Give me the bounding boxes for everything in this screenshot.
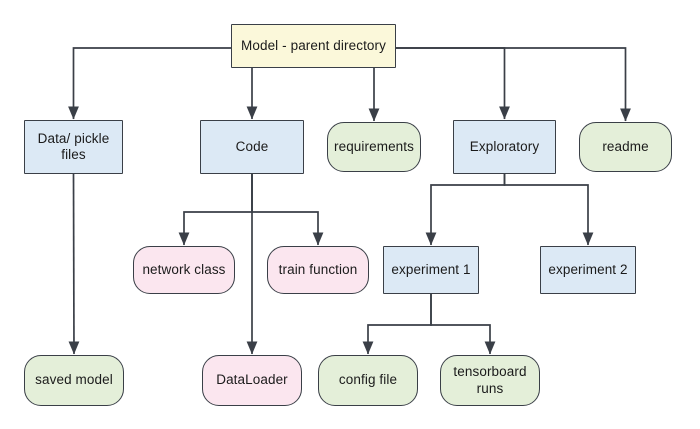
node-label-root: Model - parent directory	[241, 37, 386, 53]
node-exp1[interactable]: experiment 1	[383, 246, 479, 294]
edge-data-to-savedmodel	[68, 173, 80, 355]
node-requirements[interactable]: requirements	[327, 122, 421, 172]
node-label-exp1: experiment 1	[391, 261, 471, 277]
node-dataloader[interactable]: DataLoader	[202, 355, 302, 406]
node-savedmodel[interactable]: saved model	[24, 355, 124, 406]
node-data[interactable]: Data/ pickle files	[24, 120, 123, 174]
node-exp2[interactable]: experiment 2	[540, 246, 636, 294]
node-networkclass[interactable]: network class	[133, 246, 235, 294]
node-tensorboard[interactable]: tensorboard runs	[440, 355, 540, 406]
edge-code-to-networkclass	[178, 174, 253, 246]
node-label-tensorboard: tensorboard runs	[453, 364, 527, 396]
node-label-networkclass: network class	[142, 261, 226, 277]
node-label-code: Code	[235, 138, 269, 154]
node-label-requirements: requirements	[334, 138, 414, 154]
edge-exp1-to-tensorboard	[430, 294, 496, 355]
node-label-exploratory: Exploratory	[469, 138, 540, 154]
node-label-trainfn: train function	[278, 261, 358, 277]
node-code[interactable]: Code	[200, 120, 304, 174]
node-label-dataloader: DataLoader	[216, 372, 288, 388]
node-configfile[interactable]: config file	[318, 355, 418, 406]
node-label-savedmodel: saved model	[35, 372, 113, 388]
node-label-configfile: config file	[338, 372, 398, 388]
edge-code-to-trainfn	[251, 174, 324, 246]
edge-exp1-to-configfile	[362, 294, 432, 355]
edge-exploratory-to-exp1	[425, 174, 506, 246]
node-exploratory[interactable]: Exploratory	[453, 120, 556, 174]
edge-exploratory-to-exp2	[503, 174, 594, 246]
node-root[interactable]: Model - parent directory	[231, 24, 396, 68]
node-trainfn[interactable]: train function	[267, 246, 369, 294]
node-label-data: Data/ pickle files	[37, 130, 110, 162]
node-readme[interactable]: readme	[579, 122, 672, 172]
node-label-readme: readme	[602, 138, 649, 154]
node-label-exp2: experiment 2	[548, 261, 628, 277]
